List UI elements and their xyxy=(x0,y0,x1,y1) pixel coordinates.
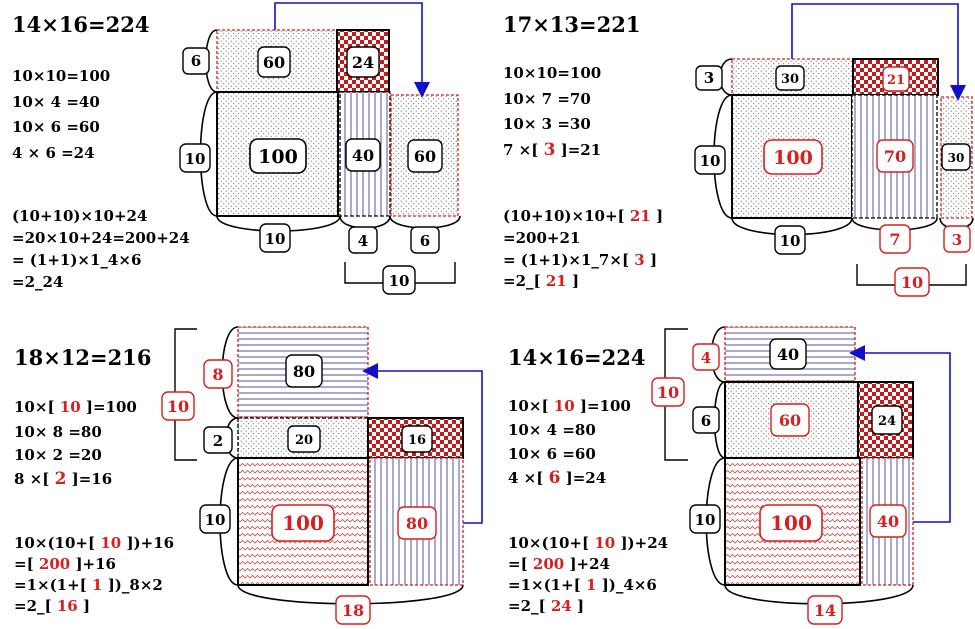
panel3-label-side-main: 10 xyxy=(205,511,226,529)
panel1-brace-bottom-mid xyxy=(339,215,391,229)
panel2-label-moved: 30 xyxy=(948,151,965,165)
panel4-label-right: 40 xyxy=(877,512,899,531)
panel2-title: 17×13=221 xyxy=(503,12,641,37)
panel1-line-4: 4 × 6 =24 xyxy=(12,144,95,162)
panel1-line-2: 10× 4 =40 xyxy=(12,93,100,111)
panel2-formula-4: =2_[ 21 ] xyxy=(503,272,580,290)
panel4-label-side-moved: 4 xyxy=(701,349,711,367)
panel3-label-bottom-total: 18 xyxy=(342,601,364,620)
panel1-diagram: 6 60 24 10 100 40 60 10 4 6 10 xyxy=(179,2,461,295)
panel2-label-side-small: 3 xyxy=(704,69,714,87)
panel1-label-top-right: 24 xyxy=(352,53,374,72)
panel4-label-small-left: 60 xyxy=(779,411,801,430)
panel1-formula-3: = (1+1)×1_4×6 xyxy=(12,251,142,269)
panel1-label-side-small: 6 xyxy=(191,52,201,70)
panel1-formula-1: (10+10)×10+24 xyxy=(12,207,148,225)
panel4-label-side-main: 10 xyxy=(695,511,716,529)
panel2-formula-1: (10+10)×10+[ 21 ] xyxy=(503,207,664,225)
panel4-label-side-group: 10 xyxy=(657,383,679,402)
panel3-formula-1: 10×(10+[ 10 ])+16 xyxy=(14,534,175,552)
panel3-label-right: 80 xyxy=(406,514,428,533)
panel1-box-side-small xyxy=(182,47,210,75)
panel3-formula-3: =1×(1+[ 1 ])_8×2 xyxy=(14,576,163,594)
panel4-label-bottom-total: 14 xyxy=(814,601,836,620)
panel1-move-arrow xyxy=(274,2,430,98)
panel1-label-bottom-group: 10 xyxy=(389,272,410,290)
panel1-title: 14×16=224 xyxy=(12,12,150,37)
panel1-line-1: 10×10=100 xyxy=(12,67,111,85)
panel2-label-bottom-group: 10 xyxy=(901,273,923,292)
panel3-formula-4: =2_[ 16 ] xyxy=(14,597,91,615)
panel2-label-bottom-main: 10 xyxy=(780,232,801,250)
panel1-label-mid: 40 xyxy=(352,146,374,165)
panel1-label-bottom-moved: 6 xyxy=(420,232,430,250)
panel3-line-2: 10× 8 =80 xyxy=(14,423,102,441)
panel3-label-moved-top: 80 xyxy=(293,362,315,381)
panel2-line-2: 10× 7 =70 xyxy=(503,90,591,108)
panel2-line-4: 7 ×[ 3 ]=21 xyxy=(503,140,602,160)
panel4-line-2: 10× 4 =80 xyxy=(508,421,596,439)
panel4-label-small-right: 24 xyxy=(878,414,896,429)
panel3-title: 18×12=216 xyxy=(14,345,152,370)
panel3-diagram: 8 10 2 10 80 20 16 100 80 18 xyxy=(161,326,483,625)
panel4-formula-1: 10×(10+[ 10 ])+24 xyxy=(508,534,669,552)
panel2-label-side-main: 10 xyxy=(700,152,721,170)
panel4-line-1: 10×[ 10 ]=100 xyxy=(508,397,631,415)
panel4-line-4: 4 ×[ 6 ]=24 xyxy=(508,468,607,488)
panel1-label-bottom-main: 10 xyxy=(265,230,286,248)
panel3-label-small-left: 20 xyxy=(295,433,313,448)
panel2-formula-3: = (1+1)×1_7×[ 3 ] xyxy=(503,251,658,269)
panel3-label-side-group: 10 xyxy=(167,397,189,416)
panel3-line-3: 10× 2 =20 xyxy=(14,446,102,464)
panel4-formula-4: =2_[ 24 ] xyxy=(508,597,585,615)
panel2-line-3: 10× 3 =30 xyxy=(503,115,591,133)
panel4-formula-2: =[ 200 ]+24 xyxy=(508,555,610,573)
panel3-label-side-small: 2 xyxy=(213,432,223,450)
panel1-label-side-main: 10 xyxy=(185,150,206,168)
panel4-label-side-small: 6 xyxy=(701,412,711,430)
panel1-label-top-left: 60 xyxy=(263,53,285,72)
panel2-label-bottom-mid: 7 xyxy=(889,230,900,249)
panel2-formula-2: =200+21 xyxy=(503,229,581,247)
panel4-formula-3: =1×(1+[ 1 ])_4×6 xyxy=(508,576,657,594)
panel1-label-moved: 60 xyxy=(414,147,436,166)
panel2-label-bottom-moved: 3 xyxy=(952,231,962,249)
panel2-label-top-left: 30 xyxy=(781,72,799,87)
panel3-line-1: 10×[ 10 ]=100 xyxy=(14,398,137,416)
panel3-label-small-right: 16 xyxy=(408,433,426,448)
panel4-line-3: 10× 6 =60 xyxy=(508,445,596,463)
panel3-line-4: 8 ×[ 2 ]=16 xyxy=(14,469,113,489)
panel4-diagram: 4 10 6 10 40 60 24 100 40 14 xyxy=(651,326,951,625)
panel2-label-mid: 70 xyxy=(884,147,906,166)
panel2-label-main: 100 xyxy=(773,147,813,169)
panel2-line-1: 10×10=100 xyxy=(503,64,602,82)
panel1-label-bottom-mid: 4 xyxy=(358,232,368,250)
panel2-label-top-right: 21 xyxy=(887,73,905,88)
panel1-label-main: 100 xyxy=(258,146,298,168)
panel3-label-main: 100 xyxy=(282,511,324,535)
panel3-formula-2: =[ 200 ]+16 xyxy=(14,555,116,573)
panel1-brace-bottom-moved xyxy=(389,215,461,229)
panel1-formula-4: =2_24 xyxy=(12,273,64,291)
panel1-line-3: 10× 6 =60 xyxy=(12,118,100,136)
panel4-label-main: 100 xyxy=(770,511,812,535)
panel4-title: 14×16=224 xyxy=(508,345,646,370)
panel3-label-side-moved: 8 xyxy=(212,365,223,384)
panel1-formula-2: =20×10+24=200+24 xyxy=(12,229,190,247)
panel2-diagram: 3 30 21 10 100 70 30 10 7 3 10 xyxy=(694,3,974,297)
panel4-label-moved-top: 40 xyxy=(777,345,799,364)
